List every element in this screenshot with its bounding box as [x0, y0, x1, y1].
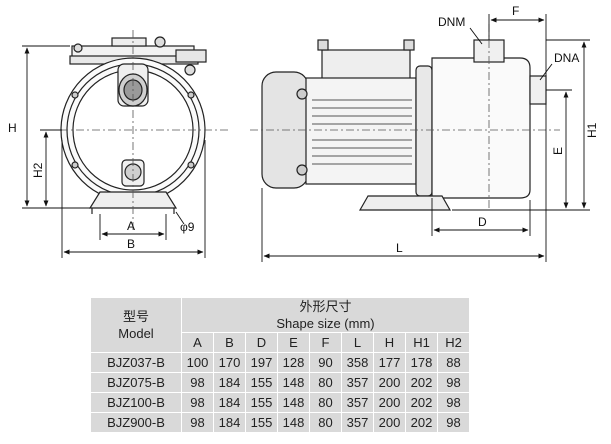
table-cell: 98 [437, 412, 470, 433]
table-header-row: 型号 Model 外形尺寸 Shape size (mm) [90, 297, 470, 353]
table-cell: 80 [309, 372, 342, 393]
table-cell: 148 [277, 412, 310, 433]
table-row: BJZ100-B 98 184 155 148 80 357 200 202 9… [90, 392, 470, 413]
table-row: BJZ075-B 98 184 155 148 80 357 200 202 9… [90, 372, 470, 393]
side-view [261, 39, 547, 211]
table-cell: 170 [213, 352, 246, 373]
table-cell: 98 [437, 392, 470, 413]
dim-label-h: H [8, 121, 17, 135]
model-cell: BJZ100-B [90, 392, 182, 413]
table-cell: 88 [437, 352, 470, 373]
column-header: H1 [405, 332, 438, 353]
table-cell: 155 [245, 392, 278, 413]
table-cell: 98 [181, 412, 214, 433]
dim-label-b: B [127, 237, 135, 251]
dim-label-dnm: DNM [438, 15, 465, 29]
dim-label-phi9: φ9 [180, 220, 195, 234]
table-cell: 155 [245, 372, 278, 393]
table-cell: 184 [213, 392, 246, 413]
column-header: H [373, 332, 406, 353]
model-cell: BJZ075-B [90, 372, 182, 393]
table-cell: 80 [309, 412, 342, 433]
dim-label-l: L [396, 241, 403, 255]
shape-header-en: Shape size (mm) [276, 316, 375, 331]
table-cell: 98 [181, 392, 214, 413]
column-header: L [341, 332, 374, 353]
table-cell: 148 [277, 372, 310, 393]
table-cell: 200 [373, 392, 406, 413]
table-cell: 98 [181, 372, 214, 393]
table-cell: 98 [437, 372, 470, 393]
table-cell: 197 [245, 352, 278, 373]
column-header: D [245, 332, 278, 353]
dim-label-f: F [512, 4, 519, 18]
table-cell: 80 [309, 392, 342, 413]
pump-dimension-drawing: H H2 A B φ9 [8, 4, 599, 262]
shape-header-cn: 外形尺寸 [299, 299, 352, 314]
column-header: A [181, 332, 214, 353]
table-cell: 200 [373, 372, 406, 393]
column-header: B [213, 332, 246, 353]
dim-label-h1: H1 [585, 122, 599, 138]
table-cell: 357 [341, 412, 374, 433]
column-header: F [309, 332, 342, 353]
table-row: BJZ900-B 98 184 155 148 80 357 200 202 9… [90, 412, 470, 433]
table-cell: 200 [373, 412, 406, 433]
shape-size-header: 外形尺寸 Shape size (mm) [181, 297, 470, 333]
table-cell: 177 [373, 352, 406, 373]
dim-label-h2: H2 [31, 162, 45, 178]
table-cell: 202 [405, 412, 438, 433]
table-cell: 148 [277, 392, 310, 413]
table-cell: 100 [181, 352, 214, 373]
table-cell: 90 [309, 352, 342, 373]
table-cell: 357 [341, 392, 374, 413]
model-cell: BJZ037-B [90, 352, 182, 373]
table-cell: 357 [341, 372, 374, 393]
table-cell: 202 [405, 372, 438, 393]
table-cell: 184 [213, 372, 246, 393]
dim-label-a: A [127, 219, 135, 233]
dim-label-e: E [551, 147, 565, 155]
spec-table: 型号 Model 外形尺寸 Shape size (mm) A B D E F … [90, 297, 470, 433]
table-cell: 184 [213, 412, 246, 433]
model-header-cn: 型号 [122, 309, 149, 324]
table-cell: 358 [341, 352, 374, 373]
front-view [60, 36, 207, 214]
column-header: H2 [437, 332, 470, 353]
dim-label-d: D [478, 215, 487, 229]
table-cell: 178 [405, 352, 438, 373]
dim-label-dna: DNA [554, 51, 579, 65]
table-row: BJZ037-B 100 170 197 128 90 358 177 178 … [90, 352, 470, 373]
column-header: E [277, 332, 310, 353]
table-cell: 202 [405, 392, 438, 413]
table-cell: 128 [277, 352, 310, 373]
model-header: 型号 Model [90, 297, 182, 353]
model-header-en: Model [118, 326, 154, 341]
model-cell: BJZ900-B [90, 412, 182, 433]
table-column-header-row: A B D E F L H H1 H2 [91, 332, 470, 353]
table-cell: 155 [245, 412, 278, 433]
